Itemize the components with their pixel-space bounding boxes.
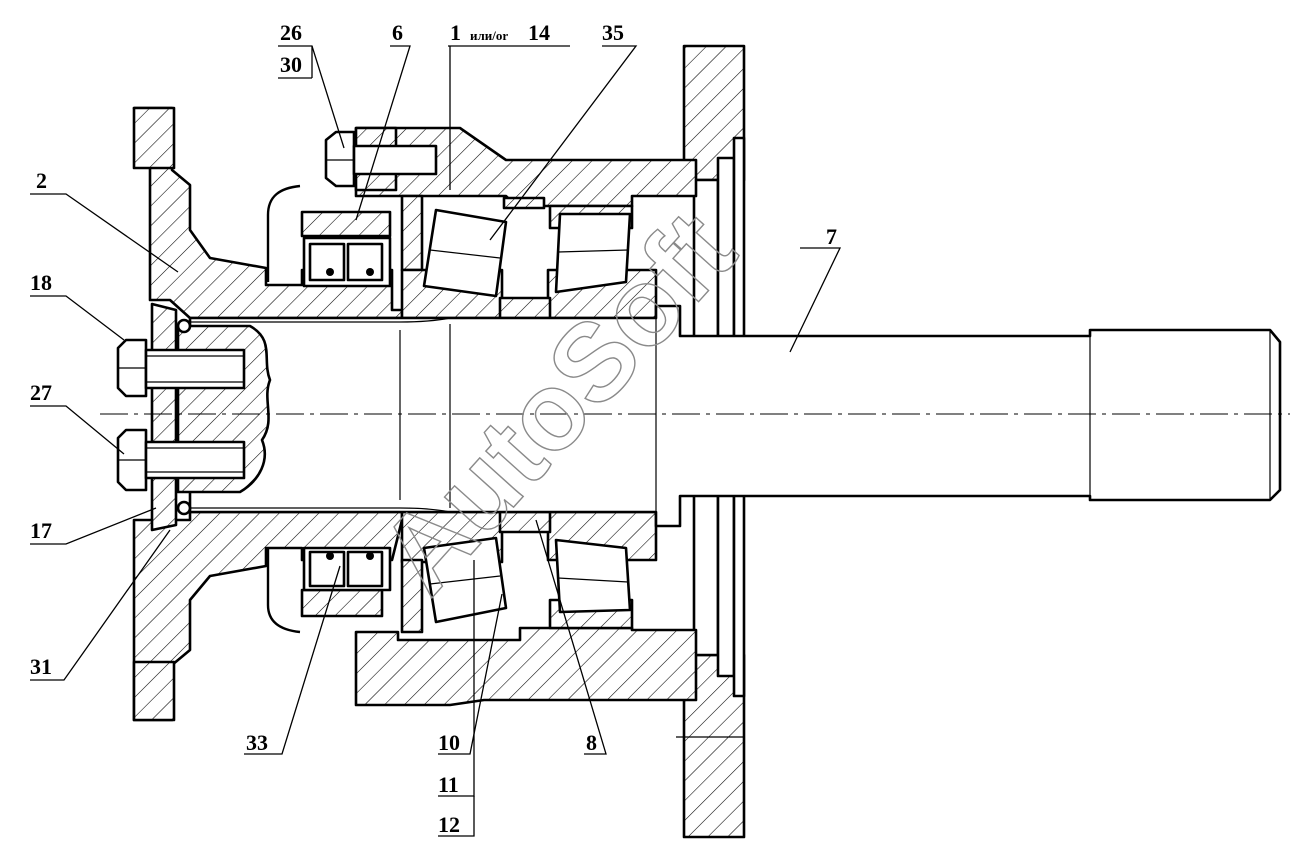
- label-26: 26: [280, 20, 302, 45]
- label-1: 1: [450, 20, 461, 45]
- label-8: 8: [586, 730, 597, 755]
- label-2: 2: [36, 168, 47, 193]
- housing-2-upper: [132, 106, 404, 320]
- bearing-roller-lower: [422, 536, 632, 624]
- dust-cover: [266, 184, 301, 634]
- label-1-note: или/or: [470, 28, 508, 43]
- axle-shaft-7: [188, 304, 1282, 528]
- part-labels: 26 30 6 1 или/or 14 35 2 7 18 27 17 31 3…: [30, 20, 837, 837]
- label-18: 18: [30, 270, 52, 295]
- label-17: 17: [30, 518, 52, 543]
- label-27: 27: [30, 380, 52, 405]
- bolt-27: [116, 428, 246, 492]
- label-30: 30: [280, 52, 302, 77]
- bolt-18: [116, 338, 246, 398]
- label-31: 31: [30, 654, 52, 679]
- label-7: 7: [826, 224, 837, 249]
- label-12: 12: [438, 812, 460, 837]
- label-14: 14: [528, 20, 550, 45]
- leader-lines: [30, 45, 842, 837]
- label-11: 11: [438, 772, 459, 797]
- label-10: 10: [438, 730, 460, 755]
- bolt-26: [324, 130, 438, 188]
- label-6: 6: [392, 20, 403, 45]
- label-35: 35: [602, 20, 624, 45]
- bearing-roller-upper: [422, 208, 632, 298]
- label-33: 33: [246, 730, 268, 755]
- seal-ring-6: [300, 210, 392, 618]
- hub-body-lower: [354, 626, 698, 707]
